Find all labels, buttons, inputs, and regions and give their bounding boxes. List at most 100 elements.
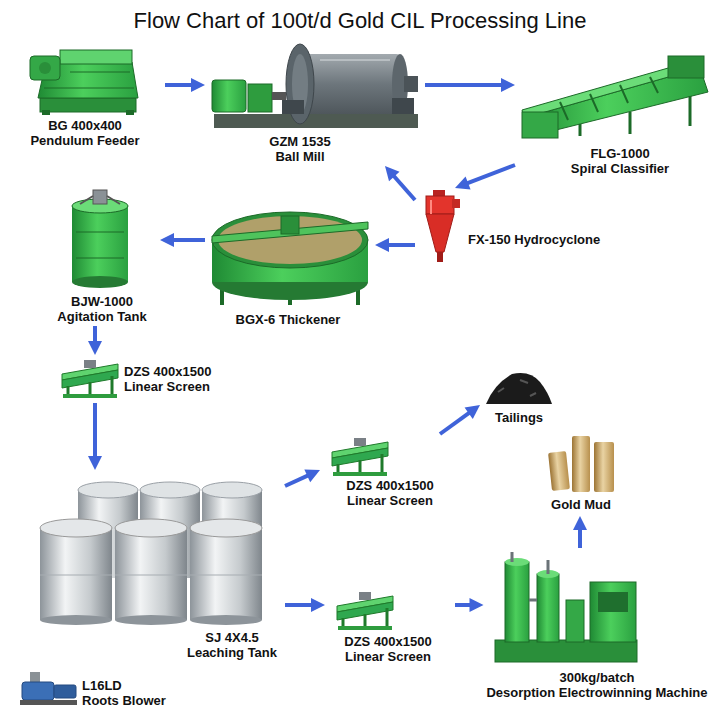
tailings-pile bbox=[486, 373, 552, 404]
equipment-label: Roots Blower bbox=[82, 693, 166, 708]
equipment-label: Desorption Electrowinning Machine bbox=[486, 685, 707, 700]
ball-mill-illustration-part bbox=[392, 98, 414, 114]
pendulum-feeder-illustration-part bbox=[42, 110, 50, 115]
equipment-node: SJ 4X4.5Leaching Tank bbox=[35, 470, 285, 664]
flow-arrow bbox=[375, 238, 415, 252]
leaching-tanks-illustration-part bbox=[40, 528, 112, 620]
equipment-label: Ball Mill bbox=[269, 149, 330, 164]
agitation-tank-illustration-part bbox=[72, 206, 128, 282]
pendulum-feeder-illustration-part bbox=[40, 98, 136, 112]
flow-arrow bbox=[88, 326, 102, 355]
equipment-label: BGX-6 Thickener bbox=[236, 312, 341, 327]
ball-mill-illustration bbox=[212, 44, 418, 128]
electrowinning-machine-illustration-part bbox=[505, 562, 529, 642]
ball-mill-illustration-part bbox=[282, 100, 304, 114]
arrow-head bbox=[469, 598, 483, 612]
hydrocyclone-illustration-part bbox=[437, 252, 443, 262]
ball-mill-illustration-part bbox=[320, 59, 390, 61]
leaching-tanks-illustration-part bbox=[78, 482, 138, 498]
leaching-tanks-illustration-part bbox=[40, 519, 112, 537]
ball-mill-illustration-part bbox=[272, 92, 286, 100]
electrowinning-machine-illustration-part bbox=[512, 552, 548, 600]
equipment-label: BG 400x400 bbox=[30, 118, 139, 133]
roots-blower-illustration bbox=[20, 672, 77, 705]
flow-arrow bbox=[165, 78, 205, 92]
chart-title: Flow Chart of 100t/d Gold CIL Processing… bbox=[0, 8, 720, 34]
thickener-illustration-part bbox=[281, 216, 299, 234]
label-group: L16LDRoots Blower bbox=[82, 678, 166, 708]
ball-mill-illustration-part bbox=[212, 80, 246, 112]
ball-mill-illustration-part bbox=[404, 76, 418, 92]
label-group: Gold Mud bbox=[551, 497, 611, 512]
tailings-pile-part bbox=[486, 373, 552, 404]
equipment-node: FLG-1000Spiral Classifier bbox=[515, 52, 715, 180]
ball-mill-illustration-part bbox=[248, 84, 272, 112]
arrow-head bbox=[501, 78, 515, 92]
label-group: FX-150 Hydrocyclone bbox=[468, 232, 600, 247]
equipment-node: L16LDRoots Blower bbox=[15, 668, 169, 712]
leaching-tanks-illustration-part bbox=[115, 519, 187, 537]
flow-arrow bbox=[88, 403, 102, 470]
equipment-node: DZS 400x1500Linear Screen bbox=[320, 434, 460, 510]
pendulum-feeder-illustration-part bbox=[70, 72, 130, 73]
equipment-label: SJ 4X4.5 bbox=[187, 630, 277, 645]
flow-arrow bbox=[440, 405, 480, 434]
flow-arrow bbox=[425, 78, 515, 92]
pendulum-feeder-illustration-part bbox=[60, 50, 132, 64]
spiral-classifier-illustration-part bbox=[560, 77, 658, 120]
linear-screen-illustration-part bbox=[62, 360, 118, 398]
label-group: Tailings bbox=[495, 410, 543, 425]
linear-screen-illustration-part bbox=[332, 438, 388, 476]
leaching-tanks-illustration-part bbox=[140, 482, 200, 498]
leaching-tanks-illustration-part bbox=[40, 575, 262, 576]
equipment-node: BGX-6 Thickener bbox=[205, 192, 375, 332]
flow-arrow bbox=[285, 598, 325, 612]
equipment-label: Gold Mud bbox=[551, 497, 611, 512]
electrowinning-machine-illustration-part bbox=[495, 640, 637, 662]
roots-blower-illustration-part bbox=[54, 685, 76, 698]
arrow-shaft bbox=[385, 243, 415, 247]
arrow-head bbox=[88, 456, 102, 470]
leaching-tanks-illustration-part bbox=[190, 528, 262, 620]
hydrocyclone-illustration-part bbox=[452, 199, 460, 208]
gold-mud-bars-part bbox=[548, 451, 570, 491]
arrow-head bbox=[385, 166, 400, 181]
flow-arrow bbox=[385, 166, 415, 200]
arrow-head bbox=[573, 516, 587, 530]
equipment-label: DZS 400x1500 bbox=[346, 478, 433, 493]
linear-screen-illustration-part bbox=[337, 592, 393, 630]
arrow-head bbox=[191, 78, 205, 92]
label-group: BGX-6 Thickener bbox=[236, 312, 341, 327]
equipment-node: DZS 400x1500Linear Screen bbox=[325, 588, 455, 670]
arrow-head bbox=[375, 238, 389, 252]
arrow-shaft bbox=[425, 83, 505, 87]
electrowinning-machine-illustration-part bbox=[566, 600, 584, 642]
label-group: 300kg/batchDesorption Electrowinning Mac… bbox=[486, 670, 707, 700]
equipment-label: 300kg/batch bbox=[486, 670, 707, 685]
equipment-node: BG 400x400Pendulum Feeder bbox=[15, 42, 165, 150]
spiral-classifier-illustration bbox=[522, 56, 708, 138]
flow-arrow bbox=[573, 516, 587, 548]
pendulum-feeder-illustration-part bbox=[39, 62, 51, 74]
equipment-label: Pendulum Feeder bbox=[30, 133, 139, 148]
pendulum-feeder-illustration-part bbox=[44, 88, 134, 89]
spiral-classifier-illustration-part bbox=[522, 112, 558, 138]
equipment-label: Linear Screen bbox=[346, 493, 433, 508]
arrow-head bbox=[304, 469, 320, 482]
arrow-shaft bbox=[440, 411, 472, 434]
roots-blower-illustration-part bbox=[22, 682, 54, 700]
leaching-tanks-illustration-part bbox=[115, 615, 187, 625]
electrowinning-machine-illustration-part bbox=[598, 592, 628, 612]
equipment-label: DZS 400x1500 bbox=[344, 634, 431, 649]
arrow-head bbox=[88, 341, 102, 355]
roots-blower-illustration-part bbox=[20, 700, 77, 705]
flow-arrow bbox=[285, 469, 320, 486]
label-group: DZS 400x1500Linear Screen bbox=[346, 478, 433, 508]
electrowinning-machine-illustration-part bbox=[537, 574, 559, 642]
agitation-tank-illustration-part bbox=[93, 190, 107, 204]
leaching-tanks-illustration-part bbox=[190, 519, 262, 537]
leaching-tanks-illustration-part bbox=[202, 482, 262, 498]
electrowinning-machine-illustration-part bbox=[590, 582, 636, 642]
